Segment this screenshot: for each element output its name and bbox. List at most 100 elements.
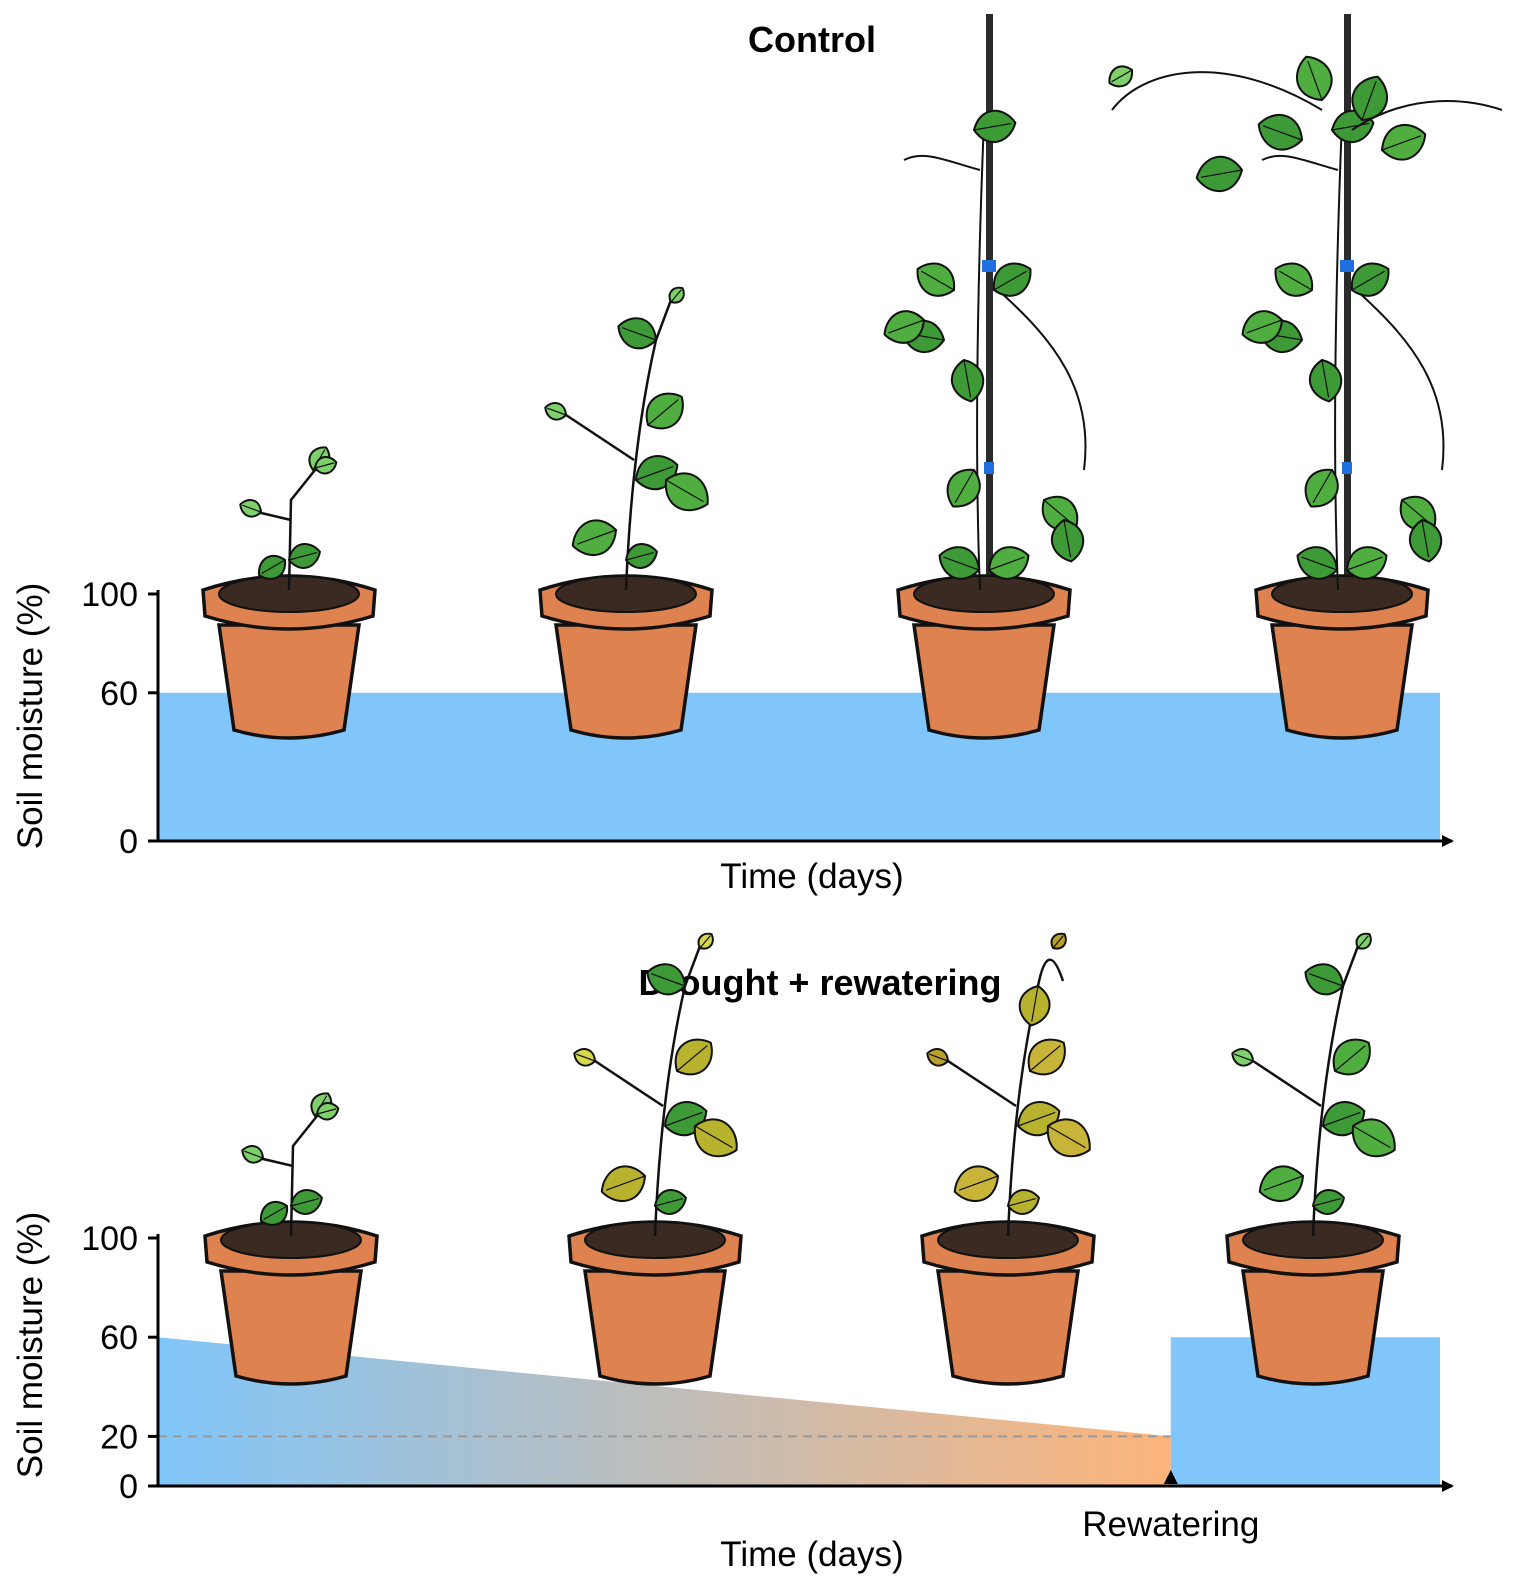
y-tick-label: 60: [100, 1319, 138, 1357]
plant-climbing-healthy: [883, 14, 1087, 740]
rewater-fill: [1170, 1337, 1440, 1486]
leaf-vein: [1361, 80, 1377, 121]
y-tick-label: 0: [119, 823, 138, 861]
leaf-vein: [699, 935, 711, 949]
leaf-vein: [1201, 169, 1243, 178]
leaf-vein: [1246, 319, 1283, 334]
x-axis-label-control: Time (days): [720, 857, 903, 896]
pot-soil: [913, 575, 1055, 613]
stem: [947, 1059, 1017, 1108]
leaf-vein: [1262, 125, 1303, 141]
vine: [1111, 71, 1323, 111]
leaf-vein: [288, 551, 317, 561]
clip: [982, 260, 996, 272]
y-axis-label-drought: Soil moisture (%): [11, 1212, 50, 1478]
leaf-vein: [314, 462, 335, 469]
panel-title-control: Control: [748, 19, 876, 60]
leaf-vein: [1017, 1111, 1056, 1127]
leaf-vein: [1278, 270, 1313, 291]
leaf-vein: [263, 1205, 288, 1221]
axes-control: 0 60 100 Soil moisture (%) Time (days): [11, 576, 1454, 896]
leaf-vein: [1063, 519, 1072, 558]
stake: [1344, 14, 1351, 590]
leaf-vein: [1381, 135, 1422, 151]
plant-young-yellowing: [567, 932, 743, 1386]
panel-title-drought: Drought + rewatering: [638, 962, 1001, 1003]
vine: [1355, 289, 1445, 471]
stem: [256, 510, 292, 522]
stem: [565, 413, 635, 462]
stem: [287, 469, 316, 591]
leaf-vein: [576, 529, 617, 545]
y-axis-label-control: Soil moisture (%): [11, 583, 50, 849]
leaf-vein: [943, 556, 980, 571]
leaf-vein: [635, 465, 674, 481]
leaf-vein: [1301, 556, 1338, 571]
stem: [624, 299, 673, 591]
plant-seedling-healthy: [201, 446, 377, 740]
moisture-area-drought: [158, 1337, 1440, 1486]
rewatering-marker: Rewatering: [1082, 1470, 1259, 1544]
leaf-vein: [1352, 1125, 1391, 1149]
vine: [1261, 154, 1339, 171]
leaf-vein: [316, 1108, 337, 1115]
leaf-vein: [670, 289, 682, 303]
rewatering-arrow: [1163, 1470, 1178, 1484]
leaf-vein: [1357, 935, 1369, 949]
panel-control: Control 0 60 100 Soil moisture (%) Time (d…: [11, 14, 1503, 896]
leaf-vein: [1421, 519, 1430, 558]
leaf-vein: [1334, 1045, 1366, 1072]
stem: [653, 945, 702, 1237]
stake: [986, 14, 993, 590]
drought-fill: [158, 1337, 1171, 1486]
leaf-vein: [1031, 985, 1039, 1022]
leaf-vein: [1346, 556, 1383, 571]
pot-body: [218, 1269, 364, 1386]
leaf-vein: [1047, 1125, 1086, 1149]
leaf-vein: [1331, 122, 1370, 131]
stem: [1252, 1059, 1322, 1108]
pot-body: [935, 1269, 1081, 1386]
leaf-vein: [1321, 359, 1330, 398]
leaf-vein: [621, 327, 657, 341]
vine: [1334, 119, 1343, 591]
pot-body: [553, 623, 699, 740]
leaf-vein: [1312, 469, 1333, 504]
leaf-vein: [888, 319, 925, 334]
leaf-vein: [647, 399, 679, 426]
vine: [997, 289, 1087, 471]
leaf-vein: [1351, 270, 1386, 291]
stem: [258, 1156, 294, 1168]
pot-body: [1240, 1269, 1386, 1386]
y-tick-label: 100: [81, 576, 138, 614]
y-tick-label: 0: [119, 1468, 138, 1506]
plant-young-recovered: [1225, 932, 1401, 1386]
plant-seedling-healthy: [203, 1092, 379, 1386]
leaf-vein: [547, 407, 567, 416]
rewatering-label: Rewatering: [1082, 1505, 1259, 1544]
leaf-vein: [1322, 1111, 1361, 1127]
leaf-vein: [605, 1175, 646, 1191]
y-tick-label: 60: [100, 675, 138, 713]
stem: [594, 1059, 664, 1108]
y-ticks-control: 0 60 100: [81, 576, 158, 861]
leaf-vein: [664, 1111, 703, 1127]
leaf-vein: [1307, 60, 1323, 101]
plants-drought: [203, 932, 1401, 1386]
leaf-vein: [954, 469, 975, 504]
leaf-vein: [694, 1125, 733, 1149]
leaf-vein: [290, 1197, 319, 1207]
leaf-vein: [650, 973, 686, 987]
stem: [1311, 945, 1360, 1237]
leaf-vein: [1312, 1197, 1341, 1207]
x-axis-label-drought: Time (days): [720, 1535, 903, 1574]
plant-young-wilted: [920, 932, 1096, 1386]
leaf-vein: [1234, 1053, 1254, 1062]
leaf-vein: [929, 1053, 949, 1062]
plant-young-healthy: [538, 286, 714, 740]
moisture-area-control: [158, 692, 1440, 841]
leaf-vein: [958, 1175, 999, 1191]
leaf-vein: [1263, 1175, 1304, 1191]
